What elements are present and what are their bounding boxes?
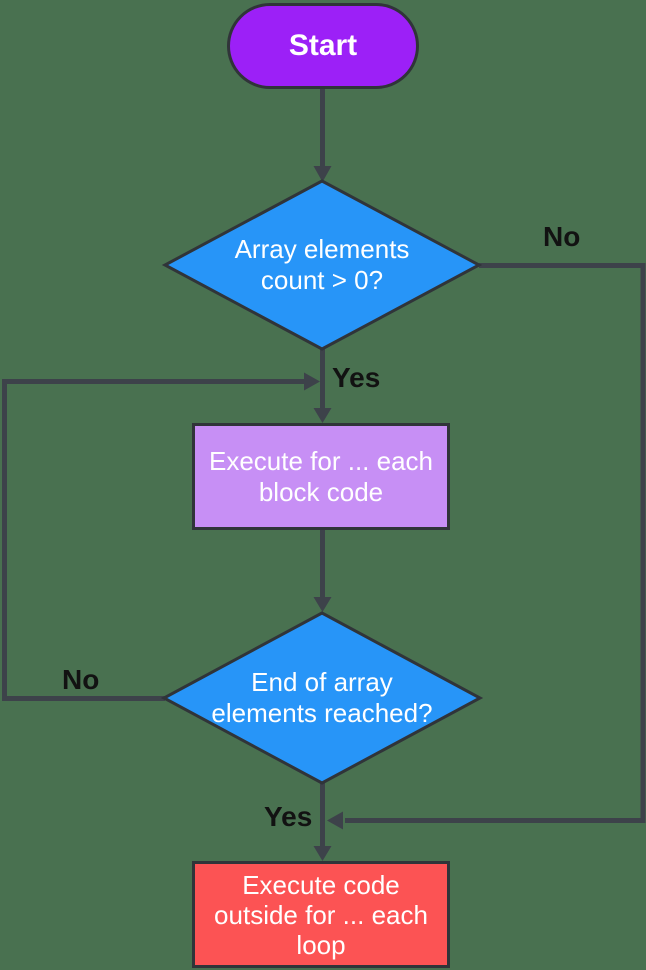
arrowhead-into-process1 bbox=[313, 408, 332, 423]
process-execute-outside-line3: loop bbox=[296, 929, 346, 960]
arrowhead-into-end bbox=[313, 846, 332, 861]
process-execute-outside-line1: Execute code bbox=[242, 869, 400, 900]
start-node-label: Start bbox=[288, 29, 358, 62]
arrowhead-into-decision1 bbox=[313, 166, 332, 182]
decision-end-of-array-shape bbox=[160, 611, 484, 785]
process-execute-outside-line2: outside for ... each bbox=[214, 899, 428, 930]
process-execute-block: Execute for ... each block code bbox=[192, 423, 450, 530]
connector-decision2-no-loop bbox=[2, 379, 305, 701]
process-execute-outside: Execute code outside for ... each loop bbox=[192, 861, 450, 968]
arrowhead-into-decision2 bbox=[313, 597, 332, 612]
process-execute-block-line1: Execute for ... each bbox=[208, 445, 433, 476]
process-execute-block-line2: block code bbox=[258, 476, 384, 507]
label-yes-decision1: Yes bbox=[332, 362, 381, 393]
arrowhead-loop-into-junction bbox=[304, 372, 320, 391]
label-no-decision1: No bbox=[543, 221, 581, 252]
decision-array-count-shape bbox=[161, 179, 483, 351]
arrowhead-no-path-into-junction bbox=[327, 811, 343, 830]
label-no-decision2: No bbox=[62, 664, 100, 695]
label-yes-decision2: Yes bbox=[264, 801, 313, 832]
connector-decision1-no-path bbox=[345, 263, 646, 823]
start-node: Start bbox=[227, 3, 419, 89]
